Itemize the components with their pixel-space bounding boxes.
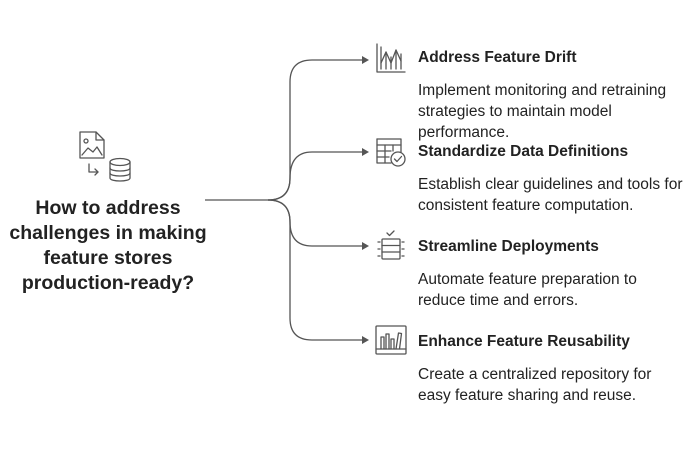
branch-4-description: Create a centralized repository for easy…: [418, 366, 652, 404]
connector-branch-2: [267, 151, 362, 201]
branch-3-description: Automate feature preparation to reduce t…: [418, 271, 637, 309]
central-question: How to address challenges in making feat…: [9, 197, 207, 294]
image-to-database-icon: [79, 131, 131, 182]
table-check-icon: [376, 138, 406, 167]
connector-trunk: [205, 59, 362, 201]
branch-3-title: Streamline Deployments: [418, 238, 599, 255]
branch-2-description: Establish clear guidelines and tools for…: [418, 176, 683, 214]
branch-2-title: Standardize Data Definitions: [418, 143, 629, 160]
connector-branch-3: [267, 199, 362, 247]
branch-1-description: Implement monitoring and retraining stra…: [418, 82, 667, 141]
list-check-icon: [377, 230, 405, 260]
arrowhead-3: [362, 242, 369, 250]
arrowhead-1: [362, 56, 369, 64]
arrowhead-2: [362, 148, 369, 156]
branch-1-title: Address Feature Drift: [418, 49, 577, 66]
library-books-icon: [375, 325, 407, 355]
arrowhead-4: [362, 336, 369, 344]
chart-drift-icon: [376, 43, 406, 73]
branch-4-title: Enhance Feature Reusability: [418, 333, 630, 350]
connector-branch-4: [267, 199, 362, 341]
